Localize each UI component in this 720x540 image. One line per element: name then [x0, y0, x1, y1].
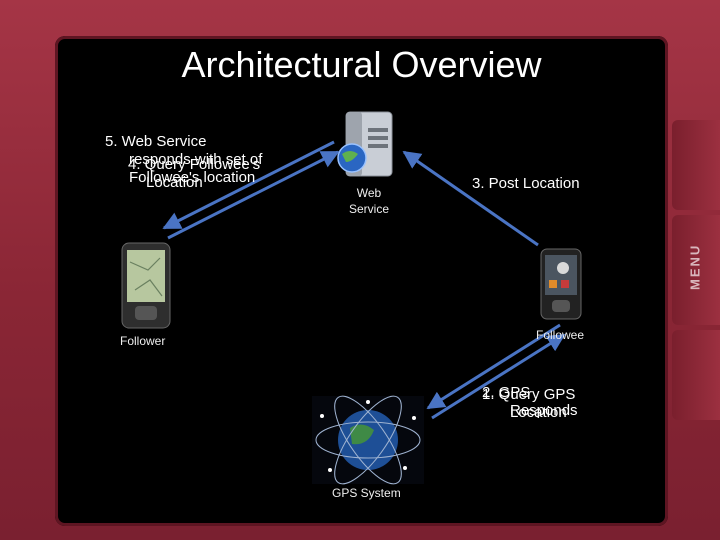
slide-title: Architectural Overview	[181, 44, 542, 85]
step-4-label: 4. Query Followee's Location	[128, 156, 328, 192]
side-tab-top	[672, 120, 720, 210]
step-5-line2: responds with set of	[129, 151, 263, 168]
step-1-line2: Location	[510, 404, 567, 421]
arrow-followee-to-gps	[426, 323, 561, 410]
follower-label: Follower	[120, 334, 166, 348]
step-5-line3: Followee's location	[129, 169, 256, 186]
step-4-line1: 4. Query Followee's	[128, 156, 261, 173]
followee-label: Followee	[536, 328, 585, 342]
arrow-gps-to-followee	[431, 333, 566, 420]
step-2-line2: Responds	[510, 402, 578, 419]
step-1-label: 1. Query GPS Location	[482, 386, 612, 422]
gps-satellite-globe-icon	[312, 395, 424, 485]
arrow-web-service-to-follower	[162, 140, 335, 230]
step-2-label: 2. GPS Responds	[482, 384, 612, 420]
step-1-line1: 1. Query GPS	[482, 386, 576, 403]
web-service-label: Web Service	[348, 186, 389, 216]
arrow-follower-to-web-service	[167, 150, 340, 240]
step-5-line1: 5. Web Service	[105, 133, 207, 150]
step-2-line1: 2. GPS	[482, 384, 531, 401]
gps-system-label: GPS System	[332, 486, 401, 500]
step-5-label: 5. Web Service responds with set of Foll…	[105, 133, 325, 187]
side-tab-menu[interactable]	[672, 215, 720, 325]
follower-phone-icon	[121, 242, 171, 329]
side-tab-bottom	[672, 330, 720, 420]
server-icon	[337, 111, 393, 177]
step-3-label: 3. Post Location	[472, 175, 580, 192]
followee-phone-icon	[540, 248, 582, 320]
step-4-line2: Location	[146, 174, 203, 191]
arrow-followee-to-web-service	[402, 150, 539, 247]
